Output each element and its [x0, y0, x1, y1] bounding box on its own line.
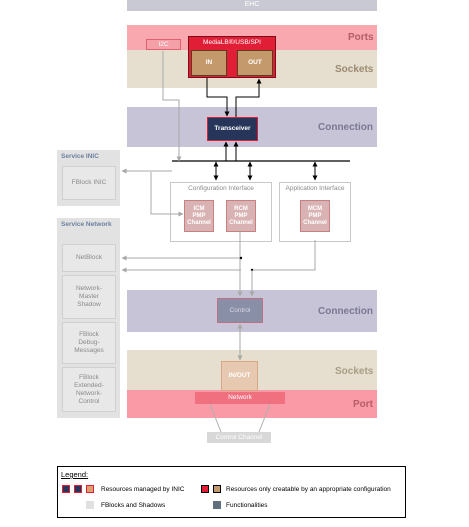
legend-title: Legend: [61, 470, 89, 479]
legend-functionalities-label: Functionalities [226, 502, 268, 509]
fblock-extended-network-control-item: FBlock Extended- Network- Control [62, 367, 116, 412]
application-interface: Application Interface MCM PMP Channel [279, 182, 351, 242]
out-socket: OUT [237, 50, 273, 76]
medialb-port-label: MediaLB®/USB/SPI [203, 39, 261, 46]
icm-pmp-channel: ICM PMP Channel [184, 200, 214, 232]
legend-swatch-orange [86, 485, 94, 493]
network-master-shadow-item: Network- Master Shadow [62, 275, 116, 319]
connection-band-bottom-label: Connection [318, 306, 373, 317]
legend-swatch-brown [213, 485, 221, 493]
ehc-band: EHC [127, 0, 377, 11]
legend-swatch-navy [62, 485, 70, 493]
legend-creatable-label: Resources only creatable by an appropria… [226, 486, 391, 493]
fblock-inic: FBlock INIC [62, 166, 116, 200]
configuration-interface-title: Configuration Interface [188, 185, 254, 192]
ehc-label: EHC [244, 1, 260, 8]
transceiver-block: Transceiver [207, 117, 258, 141]
port-band-bottom-label: Port [353, 399, 373, 410]
legend-swatch-navy-2 [74, 485, 82, 493]
sockets-band-label: Sockets [335, 64, 374, 75]
service-network-title: Service Network [61, 221, 112, 228]
service-network-panel: Service Network NetBlock Network- Master… [57, 218, 120, 418]
legend-swatch-slate [213, 501, 221, 509]
legend-swatch-red [201, 485, 209, 493]
junction-dot-2 [250, 268, 254, 272]
service-inic-panel: Service INIC FBlock INIC [57, 150, 120, 206]
legend-swatch-gray [86, 501, 94, 509]
junction-dot-1 [239, 256, 243, 260]
ports-band-label: Ports [348, 32, 374, 43]
sockets-band-bottom-label: Sockets [335, 366, 374, 377]
connection-band-top-label: Connection [318, 122, 373, 133]
in-out-socket-bottom: IN/OUT [221, 361, 258, 391]
service-inic-title: Service INIC [61, 153, 99, 160]
legend: Legend: Resources managed by INIC Resour… [57, 466, 406, 518]
network-port-bottom: Network [195, 392, 285, 404]
netblock-item: NetBlock [62, 244, 116, 272]
legend-managed-label: Resources managed by INIC [101, 486, 185, 493]
rcm-pmp-channel: RCM PMP Channel [226, 200, 256, 232]
in-socket: IN [191, 50, 227, 76]
configuration-interface: Configuration Interface ICM PMP Channel … [170, 182, 272, 242]
fblock-debug-messages-item: FBlock Debug- Messages [62, 322, 116, 364]
mcm-down-line [252, 240, 316, 271]
mcm-pmp-channel: MCM PMP Channel [300, 200, 330, 232]
i2c-port: I2C [146, 39, 181, 50]
control-channel-box: Control Channel [207, 432, 271, 443]
application-interface-title: Application Interface [285, 185, 345, 192]
medialb-port-group: MediaLB®/USB/SPI IN OUT [188, 36, 276, 78]
legend-fblocks-label: FBlocks and Shadows [101, 502, 166, 509]
control-block: Control [217, 298, 263, 323]
